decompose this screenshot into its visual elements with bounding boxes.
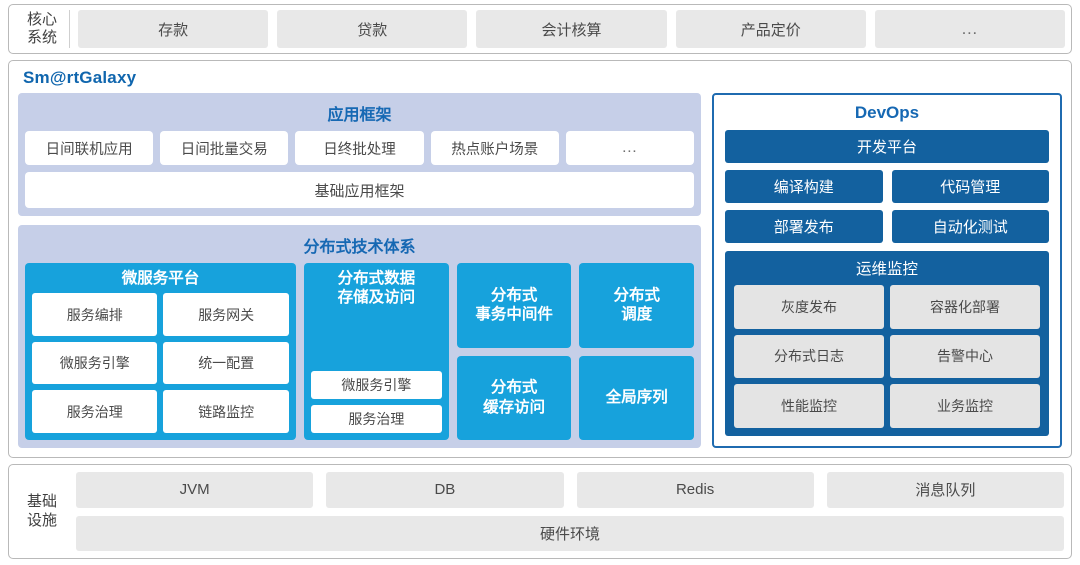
data-storage-title-line2: 存储及访问	[337, 289, 416, 307]
infrastructure-label-line1: 基础	[26, 493, 57, 511]
core-system-row: 核心 系统 存款 贷款 会计核算 产品定价 …	[8, 4, 1072, 54]
data-storage-box: 分布式数据 存储及访问 微服务引擎 服务治理	[303, 263, 449, 440]
microservice-platform-title: 微服务平台	[121, 270, 200, 287]
data-storage-title: 分布式数据 存储及访问	[311, 263, 442, 313]
platform-brand: Sm@rtGalaxy	[23, 68, 137, 87]
devops-code-management[interactable]: 代码管理	[891, 170, 1049, 203]
devops-compile-build[interactable]: 编译构建	[725, 170, 883, 203]
devops-pair-row-1: 编译构建 代码管理	[725, 170, 1049, 203]
app-item-daytime-online[interactable]: 日间联机应用	[25, 131, 154, 165]
core-system-items: 存款 贷款 会计核算 产品定价 …	[78, 10, 1066, 48]
data-storage-items: 微服务引擎 服务治理	[310, 371, 442, 433]
block-scheduling-line1: 分布式	[613, 286, 660, 304]
core-item-more[interactable]: …	[874, 10, 1066, 48]
infrastructure-label-line2: 设施	[26, 511, 57, 529]
platform-left-column: 应用框架 日间联机应用 日间批量交易 日终批处理 热点账户场景 … 基础应用框架…	[18, 93, 701, 448]
block-cache-line1: 分布式	[490, 379, 538, 397]
infra-item-redis[interactable]: Redis	[576, 472, 814, 508]
infrastructure-stack: JVM DB Redis 消息队列 硬件环境	[76, 472, 1064, 551]
app-item-daytime-batch[interactable]: 日间批量交易	[160, 131, 289, 165]
devops-automated-testing[interactable]: 自动化测试	[891, 210, 1049, 243]
app-framework-items: 日间联机应用 日间批量交易 日终批处理 热点账户场景 …	[25, 131, 695, 165]
app-framework-panel: 应用框架 日间联机应用 日间批量交易 日终批处理 热点账户场景 … 基础应用框架	[18, 93, 701, 216]
ops-item-performance-monitoring[interactable]: 性能监控	[734, 384, 884, 428]
devops-title: DevOps	[854, 103, 920, 122]
ms-item-trace-monitoring[interactable]: 链路监控	[163, 390, 289, 433]
core-item-accounting[interactable]: 会计核算	[476, 10, 667, 48]
infrastructure-row: 基础 设施 JVM DB Redis 消息队列 硬件环境	[8, 464, 1072, 559]
core-item-pricing[interactable]: 产品定价	[675, 10, 866, 48]
ops-item-gray-release[interactable]: 灰度发布	[734, 285, 884, 329]
distributed-tech-title: 分布式技术体系	[303, 239, 416, 256]
core-item-loan[interactable]: 贷款	[277, 10, 468, 48]
block-distributed-scheduling[interactable]: 分布式 调度	[579, 263, 694, 348]
ms-item-service-governance[interactable]: 服务治理	[32, 390, 158, 433]
ds-item-microservice-engine[interactable]: 微服务引擎	[310, 371, 442, 399]
devops-dev-platform[interactable]: 开发平台	[725, 130, 1049, 163]
block-cache-line2: 缓存访问	[483, 398, 546, 416]
microservice-platform-box: 微服务平台 服务编排 服务网关 微服务引擎 统一配置 服务治理 链路监控	[25, 263, 296, 440]
infra-hardware-environment[interactable]: 硬件环境	[76, 515, 1064, 551]
core-system-label: 核心 系统	[15, 10, 70, 48]
infra-item-db[interactable]: DB	[326, 472, 564, 508]
distributed-blocks: 分布式 事务中间件 分布式 调度	[456, 263, 694, 440]
ops-monitoring-panel: 运维监控 灰度发布 容器化部署 分布式日志 告警中心 性能监控 业务监控	[725, 251, 1049, 436]
microservice-platform-items: 服务编排 服务网关 微服务引擎 统一配置 服务治理 链路监控	[32, 293, 289, 433]
app-item-hot-account[interactable]: 热点账户场景	[430, 131, 559, 165]
ops-monitoring-items: 灰度发布 容器化部署 分布式日志 告警中心 性能监控 业务监控	[734, 285, 1040, 428]
ops-item-business-monitoring[interactable]: 业务监控	[890, 384, 1040, 428]
ms-item-service-gateway[interactable]: 服务网关	[163, 293, 289, 336]
app-item-eod-batch[interactable]: 日终批处理	[295, 131, 424, 165]
block-distributed-cache[interactable]: 分布式 缓存访问	[456, 355, 572, 440]
ops-item-distributed-logging[interactable]: 分布式日志	[734, 334, 884, 379]
block-global-sequence[interactable]: 全局序列	[579, 355, 694, 440]
distributed-tech-panel: 分布式技术体系 微服务平台 服务编排 服务网关 微服务引擎 统一配置 服务治理 …	[18, 225, 701, 448]
ms-item-unified-config[interactable]: 统一配置	[163, 341, 289, 385]
core-item-deposit[interactable]: 存款	[78, 10, 269, 48]
ms-item-microservice-engine[interactable]: 微服务引擎	[32, 341, 158, 385]
app-framework-base[interactable]: 基础应用框架	[25, 172, 694, 208]
block-transaction-line1: 分布式	[490, 286, 538, 304]
ms-item-service-orchestration[interactable]: 服务编排	[32, 293, 158, 336]
infrastructure-label: 基础 设施	[16, 472, 68, 551]
ds-item-service-governance[interactable]: 服务治理	[310, 405, 442, 433]
ops-item-alert-center[interactable]: 告警中心	[890, 334, 1040, 379]
devops-panel: DevOps 开发平台 编译构建 代码管理 部署发布 自动化测试 运维监控 灰度…	[712, 93, 1062, 448]
core-system-label-line2: 系统	[26, 29, 57, 46]
block-transaction-line2: 事务中间件	[475, 306, 553, 324]
core-system-label-line1: 核心	[26, 10, 57, 28]
block-sequence-line1: 全局序列	[605, 389, 668, 407]
data-storage-title-line1: 分布式数据	[337, 270, 416, 287]
devops-deploy-release[interactable]: 部署发布	[725, 210, 883, 243]
block-scheduling-line2: 调度	[621, 306, 653, 324]
ops-item-containerized-deploy[interactable]: 容器化部署	[890, 285, 1040, 329]
platform-card: Sm@rtGalaxy 应用框架 日间联机应用 日间批量交易 日终批处理 热点账…	[8, 60, 1072, 458]
infra-item-jvm[interactable]: JVM	[76, 472, 314, 508]
block-distributed-transaction[interactable]: 分布式 事务中间件	[456, 263, 572, 348]
app-item-more[interactable]: …	[565, 131, 695, 165]
platform-body: 应用框架 日间联机应用 日间批量交易 日终批处理 热点账户场景 … 基础应用框架…	[18, 93, 1062, 448]
infrastructure-items: JVM DB Redis 消息队列	[76, 472, 1064, 508]
app-framework-title: 应用框架	[327, 107, 392, 124]
devops-pair-row-2: 部署发布 自动化测试	[725, 210, 1049, 243]
ops-monitoring-title: 运维监控	[855, 261, 918, 278]
infra-item-message-queue[interactable]: 消息队列	[826, 472, 1064, 508]
distributed-tech-grid: 微服务平台 服务编排 服务网关 微服务引擎 统一配置 服务治理 链路监控	[25, 263, 694, 440]
